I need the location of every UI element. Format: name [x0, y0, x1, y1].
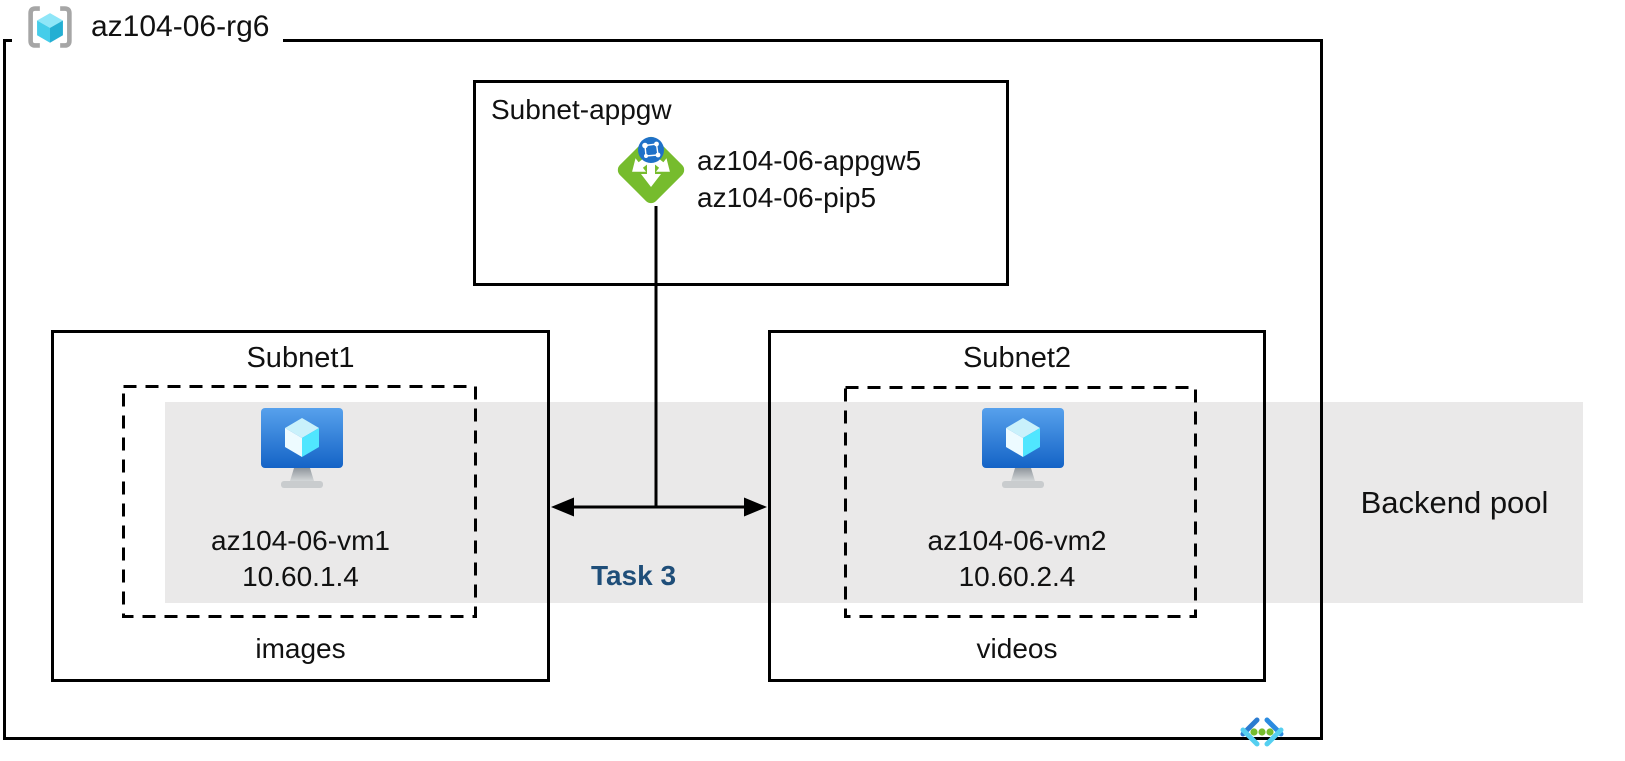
backend-pool-label: Backend pool [1360, 484, 1549, 520]
resource-group-title: az104-06-rg6 [12, 0, 284, 54]
vm2-ip: 10.60.2.4 [958, 561, 1076, 592]
appgw-public-ip-name: az104-06-pip5 [697, 182, 877, 213]
vm1-name: az104-06-vm1 [211, 525, 390, 556]
vm2-name: az104-06-vm2 [927, 525, 1107, 556]
vm2-labels: az104-06-vm2 10.60.2.4 [771, 523, 1263, 595]
task-label: Task 3 [590, 560, 677, 591]
resource-group-icon [28, 6, 72, 48]
appgw-subnet-title: Subnet-appgw [491, 94, 672, 125]
resource-group-name: az104-06-rg6 [91, 10, 270, 43]
subnet2-title: Subnet2 [962, 342, 1072, 374]
subnet2-caption: videos [976, 633, 1058, 664]
virtual-machine-icon [261, 408, 343, 488]
appgw-subnet-box: Subnet-appgw [473, 80, 1009, 286]
appgw-name: az104-06-appgw5 [697, 145, 922, 176]
resource-group-box [3, 39, 1323, 740]
appgw-labels: az104-06-appgw5 az104-06-pip5 [697, 142, 921, 216]
vm1-labels: az104-06-vm1 10.60.1.4 [54, 523, 547, 595]
virtual-network-icon [1240, 717, 1284, 747]
subnet1-title: Subnet1 [246, 342, 355, 374]
vm1-ip: 10.60.1.4 [242, 561, 359, 592]
subnet1-box: Subnet1 az104-06-vm1 10.60.1.4 images [51, 330, 550, 682]
subnet1-caption: images [255, 633, 346, 664]
subnet2-box: Subnet2 az104-06-vm2 10.60.2.4 videos [768, 330, 1266, 682]
application-gateway-icon [617, 136, 685, 204]
virtual-machine-icon [982, 408, 1064, 488]
